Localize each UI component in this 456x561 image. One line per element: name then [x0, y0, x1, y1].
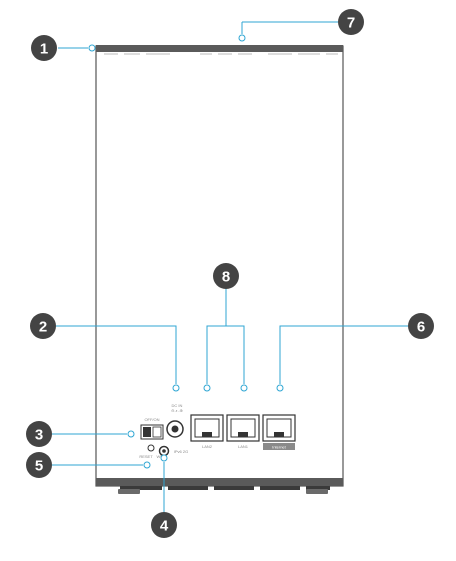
feet [118, 489, 328, 494]
svg-text:1: 1 [40, 41, 48, 58]
callout-3: 3 [26, 421, 52, 447]
label-dc-in-symbol: ⊖-◐-⊕ [171, 408, 183, 413]
callout-8: 8 [213, 263, 239, 289]
label-internet: Internet [272, 445, 286, 450]
label-lan1: LAN1 [238, 444, 249, 449]
router-body [95, 45, 344, 494]
label-lan2: LAN2 [202, 444, 213, 449]
ports-panel: OFF/ON DC IN ⊖-◐-⊕ LAN2 LAN1 Inter [139, 403, 296, 459]
bottom-vent-slots [120, 486, 330, 490]
callout-7: 7 [338, 9, 364, 35]
lan2-port[interactable] [190, 414, 224, 442]
dc-in-port[interactable] [166, 420, 184, 438]
leader-lines [52, 21, 408, 512]
svg-text:6: 6 [417, 319, 425, 336]
svg-text:8: 8 [222, 269, 230, 286]
label-ipv6: IPv6 2G [174, 449, 188, 454]
svg-text:7: 7 [347, 15, 355, 32]
bottom-base [96, 478, 343, 486]
callout-6: 6 [408, 313, 434, 339]
callout-2: 2 [30, 313, 56, 339]
top-edge [96, 45, 343, 52]
callout-1: 1 [31, 35, 57, 61]
reset-button[interactable] [147, 444, 155, 452]
power-switch[interactable] [140, 424, 164, 440]
svg-text:5: 5 [35, 458, 43, 475]
callout-4: 4 [151, 512, 177, 538]
label-off-on: OFF/ON [144, 417, 159, 422]
callouts: 1 7 8 2 6 3 5 4 [26, 9, 434, 538]
lan1-port[interactable] [226, 414, 260, 442]
svg-text:3: 3 [35, 427, 43, 444]
internet-port[interactable] [262, 414, 296, 442]
internet-label-plate [263, 443, 295, 450]
callout-5: 5 [26, 452, 52, 478]
svg-text:4: 4 [160, 518, 169, 535]
svg-text:2: 2 [39, 319, 47, 336]
label-reset: RESET [139, 454, 153, 459]
label-dc-in: DC IN [172, 403, 183, 408]
